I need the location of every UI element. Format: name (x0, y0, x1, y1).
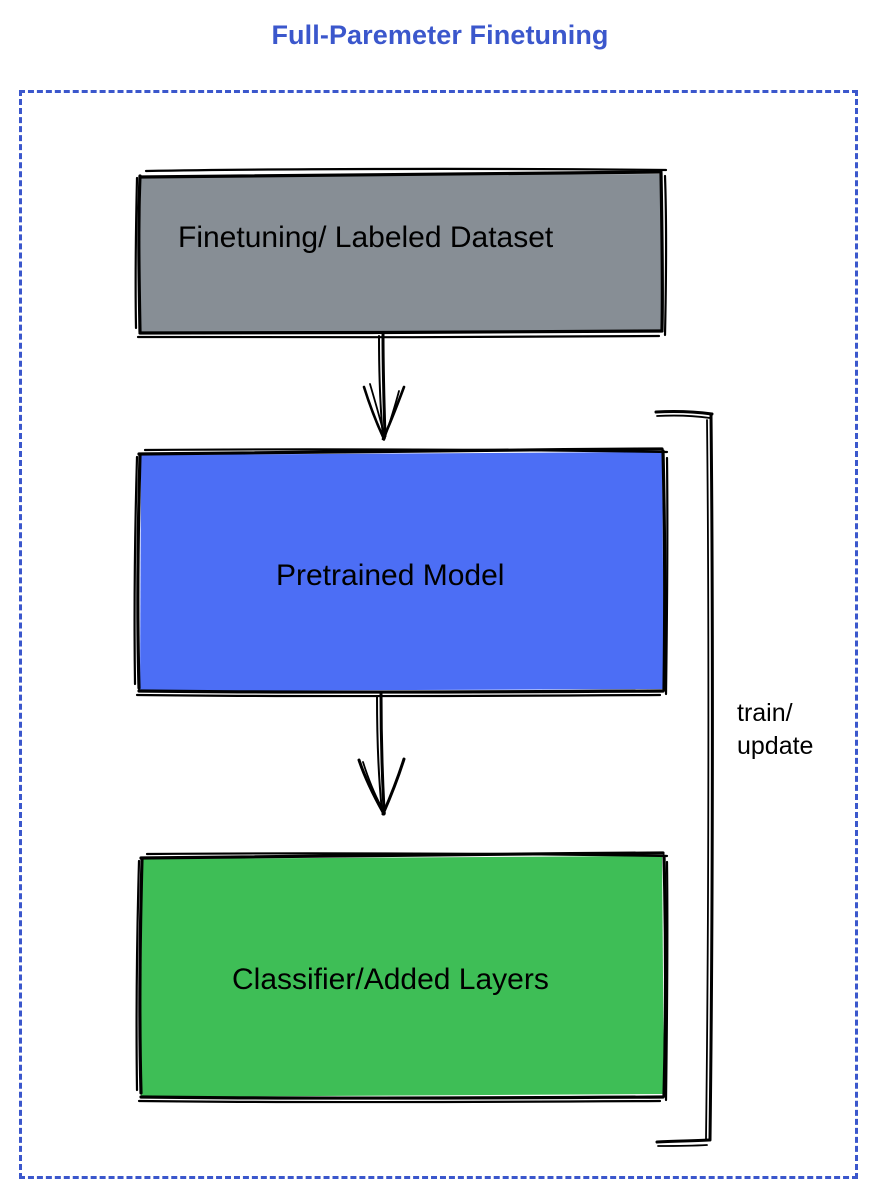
edge-model-to-classifier-arrow (357, 691, 406, 816)
feedback-loop-label: train/ update (737, 697, 813, 763)
node-pretrained-model-shape[interactable] (133, 447, 669, 698)
feedback-loop-label-line1: train/ (737, 699, 793, 727)
feedback-loop-label-line2: update (737, 732, 814, 760)
edge-feedback-loop-bracket (654, 410, 714, 1147)
node-pretrained-model-label: Pretrained Model (276, 559, 505, 592)
diagram-title: Full-Paremeter Finetuning (271, 20, 609, 50)
node-dataset-shape[interactable] (134, 167, 668, 339)
edge-dataset-to-model-arrow (362, 332, 406, 441)
node-classifier-label: Classifier/Added Layers (232, 963, 549, 996)
node-dataset-label: Finetuning/ Labeled Dataset (178, 221, 554, 254)
node-classifier-shape[interactable] (135, 851, 669, 1104)
